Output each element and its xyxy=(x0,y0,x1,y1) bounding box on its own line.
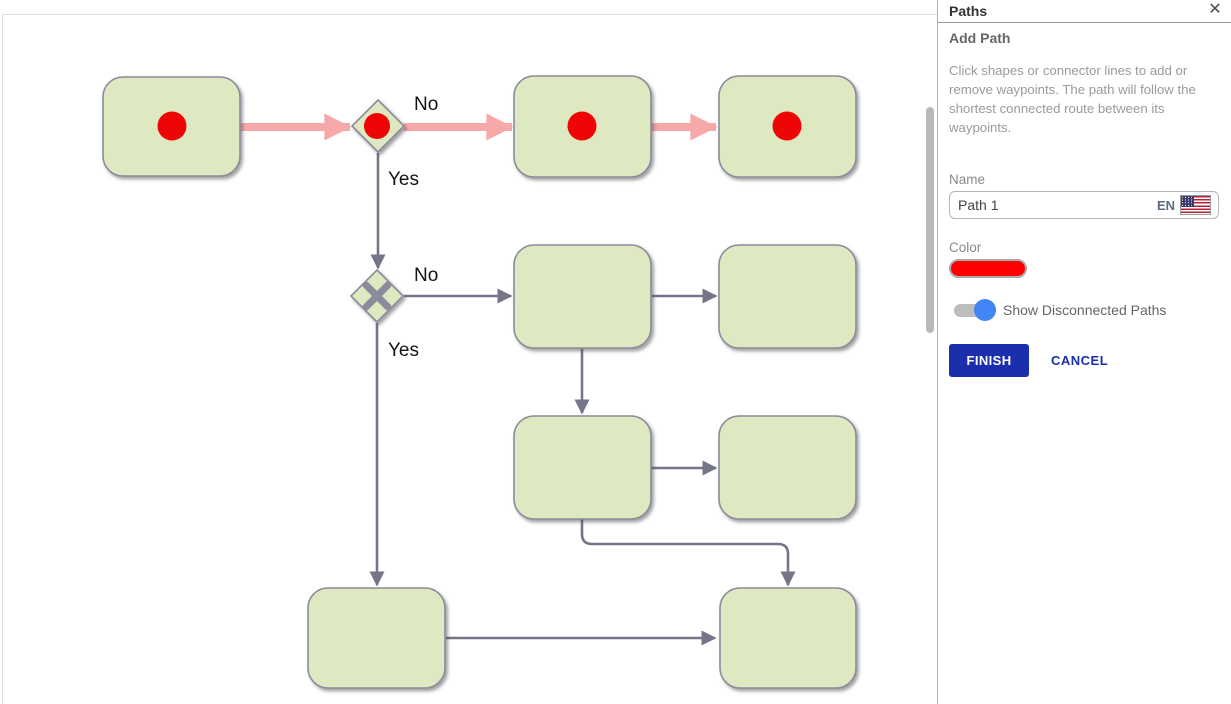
section-title: Add Path xyxy=(949,30,1011,46)
flow-node[interactable] xyxy=(718,244,857,349)
connector-label: Yes xyxy=(388,169,419,190)
x-mark-icon xyxy=(362,281,392,311)
paths-panel: Paths ✕ Add Path Click shapes or connect… xyxy=(937,0,1231,704)
name-label: Name xyxy=(949,172,986,187)
panel-description: Click shapes or connector lines to add o… xyxy=(949,63,1196,135)
us-flag-icon xyxy=(1180,195,1211,215)
panel-header: Paths ✕ xyxy=(938,0,1231,23)
connector-label: No xyxy=(414,94,438,115)
path-color-swatch[interactable] xyxy=(949,259,1027,278)
path-name-input[interactable] xyxy=(949,191,1219,219)
color-label: Color xyxy=(949,240,982,255)
flow-node[interactable] xyxy=(513,415,652,520)
language-code: EN xyxy=(1156,197,1175,213)
panel-title: Paths xyxy=(949,3,988,19)
waypoint-marker[interactable] xyxy=(364,113,390,139)
language-badge[interactable]: EN xyxy=(1157,195,1211,215)
flow-node[interactable] xyxy=(307,587,446,689)
flow-node[interactable] xyxy=(719,587,857,689)
diagram-canvas[interactable]: No Yes No Yes xyxy=(0,0,938,704)
connector-label: No xyxy=(414,265,438,286)
flow-node[interactable] xyxy=(718,415,857,520)
toggle-label: Show Disconnected Paths xyxy=(1003,302,1167,318)
show-disconnected-paths-toggle[interactable] xyxy=(954,299,996,321)
waypoint-marker[interactable] xyxy=(157,111,187,141)
flow-node[interactable] xyxy=(513,244,652,349)
flowchart: No Yes No Yes xyxy=(102,75,857,689)
vertical-scrollbar[interactable] xyxy=(926,107,934,333)
finish-button[interactable]: FINISH xyxy=(949,344,1029,377)
connector-label: Yes xyxy=(388,340,419,361)
close-icon[interactable]: ✕ xyxy=(1208,1,1222,18)
cancel-button[interactable]: CANCEL xyxy=(1051,353,1109,368)
waypoint-marker[interactable] xyxy=(772,111,802,141)
waypoint-marker[interactable] xyxy=(567,111,597,141)
toggle-knob xyxy=(974,299,996,321)
connector-line[interactable] xyxy=(580,519,796,587)
